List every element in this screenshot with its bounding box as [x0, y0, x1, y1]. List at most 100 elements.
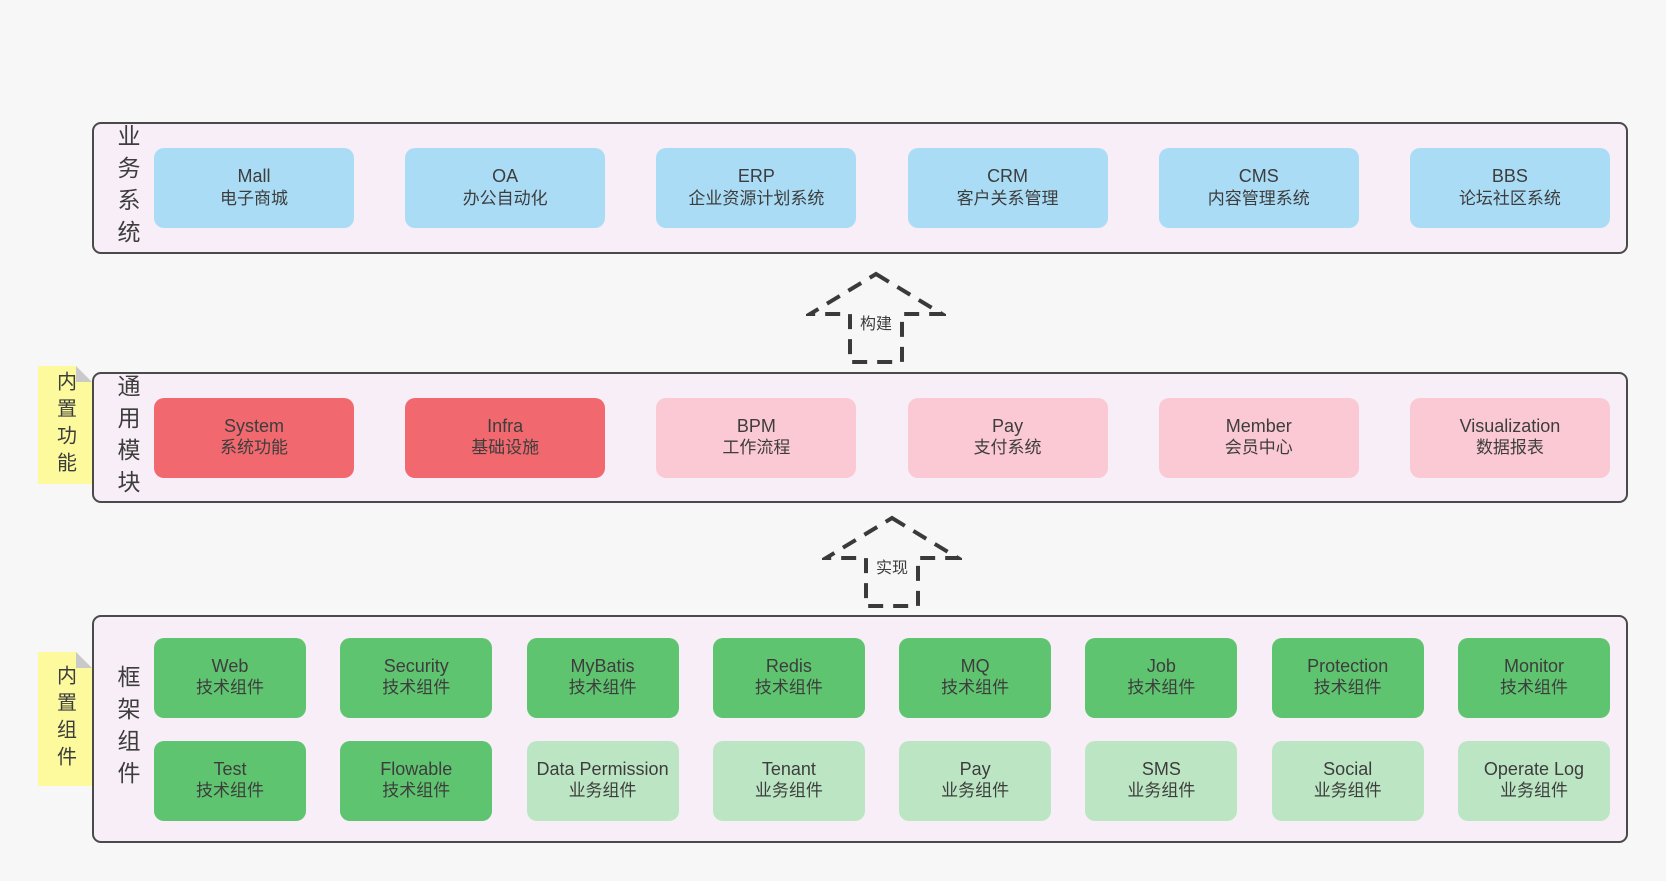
panel-label-business-systems: 业务系统 — [114, 124, 140, 252]
box-system: System 系统功能 — [154, 397, 354, 478]
box-subtitle: 系统功能 — [220, 438, 288, 458]
panel-framework-components: 框架组件 Web 技术组件 Security 技术组件 MyBatis 技术组件… — [92, 615, 1628, 843]
box-erp: ERP 企业资源计划系统 — [656, 148, 857, 228]
box-pay-business: Pay 业务组件 — [899, 740, 1052, 821]
panel-label-common-modules: 通用模块 — [114, 373, 140, 502]
box-web: Web 技术组件 — [154, 637, 306, 718]
box-title: ERP — [737, 166, 775, 187]
box-title: Monitor — [1503, 655, 1564, 676]
box-title: Protection — [1307, 655, 1389, 676]
box-subtitle: 支付系统 — [973, 438, 1042, 458]
box-title: MyBatis — [570, 655, 635, 676]
panel-common-modules: 通用模块 System 系统功能 Infra 基础设施 BPM 工作流程 Pay… — [92, 372, 1628, 503]
panel-business-systems: 业务系统 Mall 电子商城 OA 办公自动化 ERP 企业资源计划系统 CRM… — [92, 122, 1628, 254]
up-arrow-icon — [822, 515, 962, 608]
box-subtitle: 企业资源计划系统 — [688, 188, 825, 208]
box-flowable: Flowable 技术组件 — [340, 740, 493, 821]
box-visualization: Visualization 数据报表 — [1409, 397, 1610, 478]
box-subtitle: 工作流程 — [722, 438, 791, 458]
arrow-build-label: 构建 — [857, 310, 895, 335]
arrow-implement-label: 实现 — [873, 554, 911, 579]
box-subtitle: 客户关系管理 — [956, 188, 1059, 208]
box-subtitle: 业务组件 — [1127, 781, 1196, 801]
box-subtitle: 电子商城 — [220, 188, 288, 208]
business-systems-row: Mall 电子商城 OA 办公自动化 ERP 企业资源计划系统 CRM 客户关系… — [154, 148, 1610, 228]
arrow-implement: 实现 — [822, 514, 962, 610]
up-arrow-icon — [806, 271, 946, 364]
box-data-permission: Data Permission 业务组件 — [526, 740, 679, 821]
box-subtitle: 内容管理系统 — [1207, 188, 1310, 208]
box-title: Test — [213, 758, 247, 779]
box-subtitle: 业务组件 — [1499, 781, 1568, 801]
box-title: Security — [383, 655, 449, 676]
box-title: Flowable — [380, 758, 453, 779]
box-title: MQ — [960, 655, 990, 676]
box-subtitle: 技术组件 — [1499, 678, 1568, 698]
box-crm: CRM 客户关系管理 — [907, 148, 1108, 228]
sticky-note-label: 内置功能 — [53, 371, 76, 479]
box-subtitle: 业务组件 — [1313, 781, 1382, 801]
box-sms: SMS 业务组件 — [1085, 740, 1238, 821]
box-title: Redis — [765, 655, 812, 676]
box-title: Data Permission — [536, 758, 669, 779]
box-subtitle: 数据报表 — [1475, 438, 1544, 458]
box-test: Test 技术组件 — [154, 740, 306, 821]
box-mall: Mall 电子商城 — [154, 148, 354, 228]
box-monitor: Monitor 技术组件 — [1457, 637, 1610, 718]
box-subtitle: 技术组件 — [382, 678, 451, 698]
box-title: CMS — [1238, 166, 1279, 187]
panel-rows: System 系统功能 Infra 基础设施 BPM 工作流程 Pay 支付系统… — [154, 374, 1610, 501]
panel-rows: Web 技术组件 Security 技术组件 MyBatis 技术组件 Redi… — [154, 617, 1610, 841]
box-tenant: Tenant 业务组件 — [712, 740, 865, 821]
box-subtitle: 业务组件 — [754, 781, 823, 801]
box-title: SMS — [1141, 758, 1181, 779]
box-title: BPM — [736, 415, 776, 436]
sticky-note-label: 内置组件 — [53, 665, 76, 773]
box-subtitle: 技术组件 — [941, 678, 1010, 698]
box-title: Job — [1146, 655, 1176, 676]
box-title: Visualization — [1459, 415, 1561, 436]
panel-label-framework-components: 框架组件 — [114, 665, 140, 793]
box-infra: Infra 基础设施 — [405, 397, 606, 478]
box-subtitle: 技术组件 — [1127, 678, 1196, 698]
box-subtitle: 会员中心 — [1224, 438, 1293, 458]
box-title: Tenant — [761, 758, 816, 779]
box-title: Pay — [959, 758, 991, 779]
box-redis: Redis 技术组件 — [712, 637, 865, 718]
box-subtitle: 基础设施 — [471, 438, 540, 458]
box-title: OA — [492, 166, 519, 187]
box-subtitle: 技术组件 — [196, 678, 264, 698]
box-subtitle: 技术组件 — [382, 781, 451, 801]
box-mybatis: MyBatis 技术组件 — [526, 637, 679, 718]
box-mq: MQ 技术组件 — [899, 637, 1052, 718]
box-title: Pay — [992, 415, 1024, 436]
framework-components-row-1: Web 技术组件 Security 技术组件 MyBatis 技术组件 Redi… — [154, 637, 1610, 718]
box-subtitle: 论坛社区系统 — [1458, 188, 1561, 208]
box-title: Member — [1225, 415, 1292, 436]
box-title: Operate Log — [1483, 758, 1584, 779]
box-operate-log: Operate Log 业务组件 — [1457, 740, 1610, 821]
panel-rows: Mall 电子商城 OA 办公自动化 ERP 企业资源计划系统 CRM 客户关系… — [154, 124, 1610, 252]
box-subtitle: 技术组件 — [754, 678, 823, 698]
sticky-note-builtin-components: 内置组件 — [38, 652, 92, 786]
box-subtitle: 技术组件 — [1313, 678, 1382, 698]
box-title: Infra — [487, 415, 524, 436]
box-subtitle: 技术组件 — [196, 781, 264, 801]
box-subtitle: 办公自动化 — [462, 188, 548, 208]
box-title: System — [223, 415, 284, 436]
common-modules-row: System 系统功能 Infra 基础设施 BPM 工作流程 Pay 支付系统… — [154, 397, 1610, 478]
box-title: Social — [1323, 758, 1373, 779]
box-subtitle: 业务组件 — [941, 781, 1010, 801]
box-pay: Pay 支付系统 — [907, 397, 1108, 478]
box-bbs: BBS 论坛社区系统 — [1409, 148, 1610, 228]
box-member: Member 会员中心 — [1158, 397, 1359, 478]
box-protection: Protection 技术组件 — [1271, 637, 1424, 718]
box-social: Social 业务组件 — [1271, 740, 1424, 821]
box-title: Mall — [237, 166, 271, 187]
framework-components-row-2: Test 技术组件 Flowable 技术组件 Data Permission … — [154, 740, 1610, 821]
box-title: CRM — [987, 166, 1029, 187]
box-security: Security 技术组件 — [340, 637, 493, 718]
box-title: Web — [211, 655, 249, 676]
sticky-note-builtin-features: 内置功能 — [38, 366, 92, 484]
box-bpm: BPM 工作流程 — [656, 397, 857, 478]
